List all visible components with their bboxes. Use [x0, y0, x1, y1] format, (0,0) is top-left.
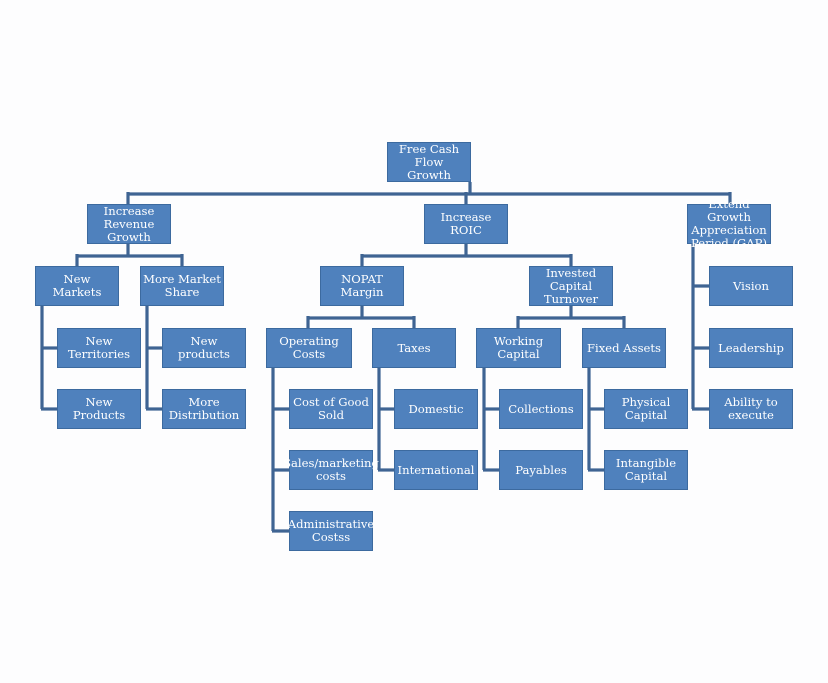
node-extend-gap: Extend Growth Appreciation Period (GAP) [687, 198, 771, 250]
node-domestic: Domestic [394, 389, 478, 429]
node-free-cash-flow-growth: Free Cash Flow Growth [387, 142, 471, 182]
node-new-markets: New Markets [35, 266, 119, 306]
node-nopat-margin: NOPAT Margin [320, 266, 404, 306]
node-new-products-share: New products [162, 328, 246, 368]
node-new-products-markets: New Products [57, 389, 141, 429]
node-new-territories: New Territories [57, 328, 141, 368]
node-more-market-share: More Market Share [140, 266, 224, 306]
node-operating-costs: Operating Costs [266, 328, 352, 368]
node-administrative-costs: Administrative Costss [288, 511, 374, 551]
node-fixed-assets: Fixed Assets [582, 328, 666, 368]
node-cost-of-good-sold: Cost of Good Sold [289, 389, 373, 429]
node-collections: Collections [499, 389, 583, 429]
node-working-capital: Working Capital [476, 328, 561, 368]
node-ability-to-execute: Ability to execute [709, 389, 793, 429]
node-sales-marketing-costs: Sales/marketing costs [283, 450, 379, 490]
node-more-distribution: More Distribution [162, 389, 246, 429]
node-intangible-capital: Intangible Capital [604, 450, 688, 490]
node-taxes: Taxes [372, 328, 456, 368]
node-increase-revenue-growth: Increase Revenue Growth [87, 204, 171, 244]
node-payables: Payables [499, 450, 583, 490]
node-vision: Vision [709, 266, 793, 306]
node-leadership: Leadership [709, 328, 793, 368]
node-international: International [394, 450, 478, 490]
node-invested-capital-turnover: Invested Capital Turnover [529, 266, 613, 306]
node-increase-roic: Increase ROIC [424, 204, 508, 244]
node-physical-capital: Physical Capital [604, 389, 688, 429]
